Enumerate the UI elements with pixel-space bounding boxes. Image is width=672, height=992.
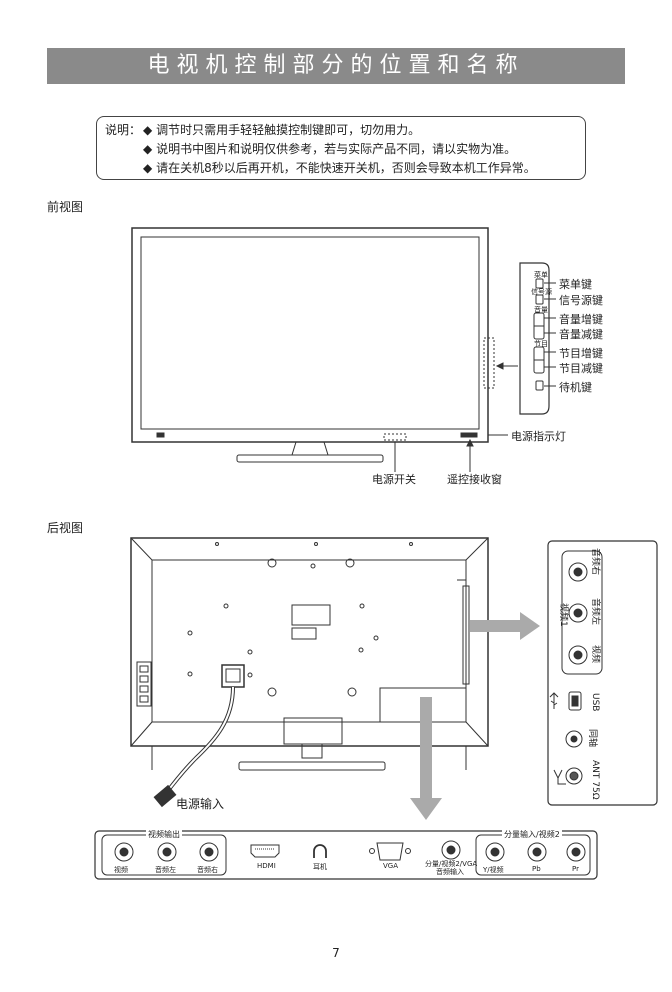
component-group-label: 分量输入/视频2 bbox=[502, 829, 562, 840]
tv-front-stand-neck bbox=[291, 441, 329, 456]
video-label: 视频 bbox=[590, 645, 600, 664]
note-item: ◆ 请在关机8秒以后再开机，不能快速开关机，否则会导致本机工作异常。 bbox=[143, 161, 536, 175]
port-audio-right-label: 音频右 bbox=[197, 866, 218, 874]
audio-left-label: 音频左 bbox=[590, 598, 600, 626]
source-button-label: 信号源键 bbox=[559, 294, 603, 307]
audio-in-label-2: 音频输入 bbox=[436, 868, 464, 876]
tv-front-screen bbox=[140, 236, 480, 430]
rear-view-label: 后视图 bbox=[47, 521, 84, 535]
pb-label: Pb bbox=[532, 865, 541, 873]
vga-label: VGA bbox=[383, 862, 399, 870]
antenna-label: ANT 75Ω bbox=[590, 760, 600, 800]
notes-label: 说明： bbox=[105, 123, 142, 137]
tv-front-bezel bbox=[131, 227, 489, 443]
note-item: ◆ 调节时只需用手轻轻触摸控制键即可，切勿用力。 bbox=[143, 123, 421, 137]
port-video-label: 视频 bbox=[114, 866, 128, 874]
note-item: ◆ 说明书中图片和说明仅供参考，若与实际产品不同，请以实物为准。 bbox=[143, 142, 517, 156]
power-switch-label: 电源开关 bbox=[372, 473, 416, 486]
coax-label: 同轴 bbox=[587, 729, 597, 748]
audio-right-label: 音频右 bbox=[590, 548, 600, 576]
y-video-label: Y/视频 bbox=[483, 866, 504, 874]
video1-group-label: 视频1 bbox=[558, 603, 568, 627]
audio-in-label-1: 分量/视频2/VGA bbox=[425, 860, 478, 868]
channel-down-label: 节目减键 bbox=[559, 362, 603, 375]
port-audio-left-label: 音频左 bbox=[155, 866, 176, 874]
power-led-label: 电源指示灯 bbox=[511, 430, 566, 443]
ir-window-label: 遥控接收窗 bbox=[447, 473, 502, 486]
power-input-label: 电源输入 bbox=[176, 797, 225, 811]
page-title: 电视机控制部分的位置和名称 bbox=[47, 48, 625, 84]
tiny-label: 音量 bbox=[534, 306, 548, 314]
tiny-label: 节目 bbox=[534, 340, 548, 348]
menu-button-label: 菜单键 bbox=[559, 278, 592, 291]
pr-label: Pr bbox=[572, 865, 579, 873]
front-view-label: 前视图 bbox=[47, 200, 84, 214]
tiny-label: 信号源 bbox=[531, 288, 552, 296]
video-out-group-label: 视频输出 bbox=[146, 829, 182, 840]
page-number: 7 bbox=[332, 946, 340, 960]
volume-up-label: 音量增键 bbox=[559, 313, 603, 326]
usb-label: USB bbox=[590, 693, 600, 712]
notes-box: 说明： ◆ 调节时只需用手轻轻触摸控制键即可，切勿用力。 ◆ 说明书中图片和说明… bbox=[96, 116, 586, 180]
channel-up-label: 节目增键 bbox=[559, 347, 603, 360]
tiny-label: 菜单 bbox=[534, 271, 548, 279]
headphone-label: 耳机 bbox=[313, 863, 327, 871]
tv-front-stand-base bbox=[236, 454, 384, 463]
volume-down-label: 音量减键 bbox=[559, 328, 603, 341]
hdmi-label: HDMI bbox=[257, 862, 276, 870]
standby-button-label: 待机键 bbox=[559, 381, 592, 394]
tv-rear-body bbox=[130, 537, 489, 747]
